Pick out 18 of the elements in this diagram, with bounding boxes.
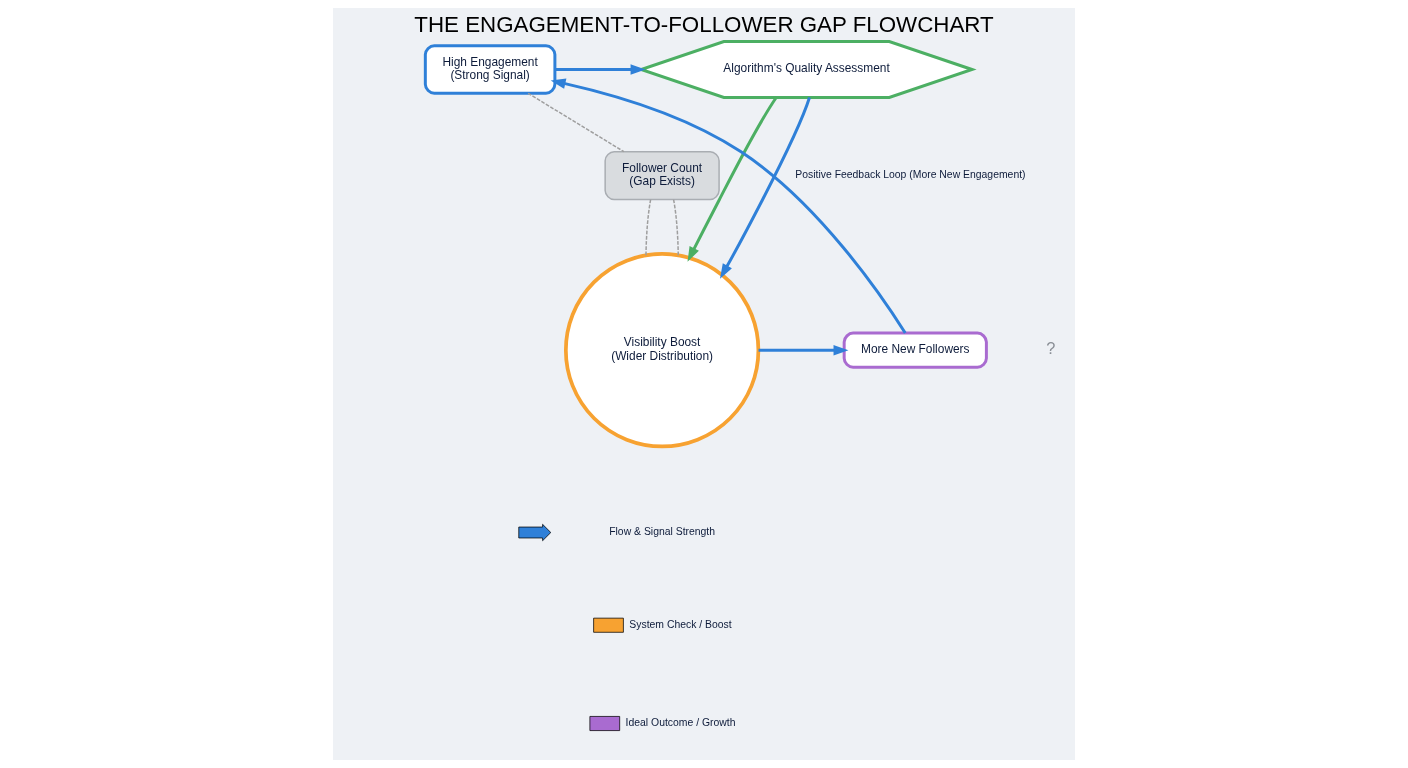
arrow xyxy=(550,78,907,334)
edge-label: Positive Feedback Loop (More New Engagement) xyxy=(795,169,1026,181)
legend-label: Flow & Signal Strength xyxy=(609,526,716,538)
arrow xyxy=(720,97,811,279)
node-box: High Engagement (Strong Signal) xyxy=(423,44,557,95)
connector xyxy=(672,198,679,256)
connector xyxy=(527,92,625,153)
connector xyxy=(645,198,652,256)
diagram-title: THE ENGAGEMENT-TO-FOLLOWER GAP FLOWCHART xyxy=(414,11,994,37)
node-box: More New Followers xyxy=(842,331,988,369)
arrow xyxy=(758,344,849,356)
legend-label: System Check / Boost xyxy=(629,618,732,630)
legend-label: Ideal Outcome / Growth xyxy=(625,717,736,729)
arrow xyxy=(687,96,778,262)
node-circle: Visibility Boost (Wider Distribution) xyxy=(564,252,761,449)
node-box: Follower Count (Gap Exists) xyxy=(604,151,720,201)
label: ? xyxy=(1046,339,1056,358)
arrow xyxy=(555,64,646,75)
